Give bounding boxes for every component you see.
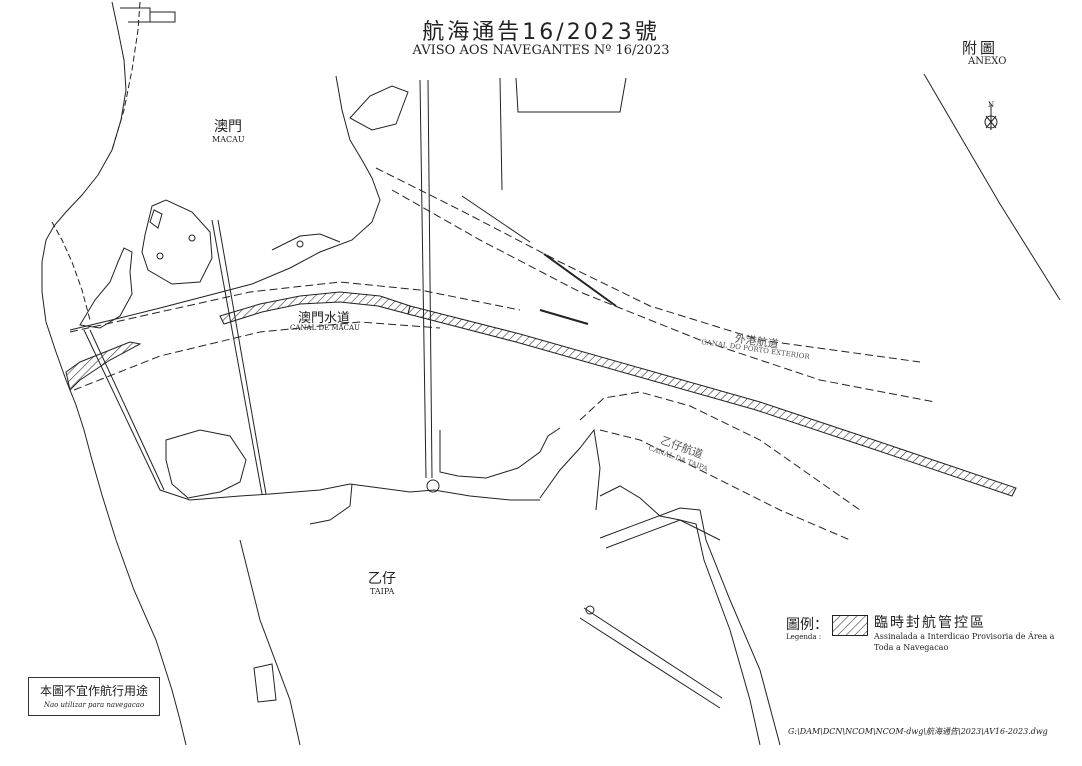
macau-south-inner — [271, 233, 341, 251]
macau-canal-north — [69, 281, 521, 333]
disclaimer-pt: Nao utilizar para navegacao — [43, 701, 145, 709]
northeast-boundary — [923, 73, 1061, 301]
disclaimer-zh: 本圖不宜作航行用途 — [39, 684, 148, 698]
taipa-southeast-road — [599, 507, 781, 746]
closure-zone-channel — [407, 305, 1017, 497]
nam-van-lake — [141, 199, 213, 285]
macau-canal-south — [73, 321, 441, 391]
legend-title-zh: 圖例： — [786, 617, 828, 633]
exterior-channel-south — [391, 189, 936, 403]
taipa-south-line — [239, 539, 301, 746]
bridge-east-2 — [427, 79, 433, 479]
place-canal-macau-pt: CANAL DE MACAU — [290, 324, 360, 332]
nam-van-islet-2 — [156, 252, 164, 260]
page-subtitle: AVISO AOS NAVEGANTES Nº 16/2023 — [412, 43, 670, 58]
outer-harbour-pier — [349, 85, 409, 131]
breakwater-2 — [539, 309, 589, 325]
place-taipa-pt: TAIPA — [370, 587, 395, 596]
breakwater-1 — [543, 253, 617, 307]
place-macau-pt: MACAU — [212, 135, 245, 144]
legend-hatch-swatch — [832, 615, 868, 636]
place-canal-macau-zh: 澳門水道 — [298, 311, 351, 326]
macau-south-shore — [69, 75, 381, 331]
taipa-diagonal-road — [579, 607, 723, 709]
page-title: 航海通告16/2023號 — [422, 20, 660, 45]
annex-label-pt: ANEXO — [968, 56, 1007, 67]
navigation-disclaimer: 本圖不宜作航行用途 Nao utilizar para navegacao — [28, 677, 160, 716]
macau-pier — [120, 7, 151, 23]
taipa-channel-north — [579, 391, 861, 511]
bridge-east-ramp — [426, 479, 440, 493]
closure-zone-west — [65, 341, 142, 391]
taipa-channel-south — [599, 429, 851, 541]
macau-west-coastline — [41, 1, 187, 746]
bridge-west-2 — [217, 219, 267, 495]
outer-harbour-basin — [499, 77, 627, 191]
legend-item-zh: 臨時封航管控區 — [874, 615, 986, 631]
taipa-east-reclaim — [439, 427, 561, 479]
place-macau-zh: 澳門 — [214, 119, 242, 135]
legend-item-pt-1: Assinalada a Interdicao Provisoria de Ár… — [874, 632, 1055, 641]
bridge-east — [419, 79, 427, 479]
legend-title-pt: Legenda : — [786, 633, 822, 641]
north-arrow-icon — [984, 104, 998, 130]
macau-west-road — [51, 221, 91, 321]
macau-pier-2 — [150, 11, 176, 23]
taipa-ferry-pier — [599, 485, 721, 541]
nam-van-islet — [149, 209, 163, 229]
taipa-reclaim — [159, 483, 540, 501]
taipa-north-coast — [165, 429, 247, 499]
taipa-southeast-road-2 — [605, 519, 761, 746]
annex-label-zh: 附圖 — [962, 39, 999, 57]
taipa-pier-sw — [253, 663, 277, 703]
nam-van-islet-3 — [188, 234, 196, 242]
breakwater-3 — [461, 195, 531, 243]
macau-marker — [296, 240, 304, 248]
file-path: G:\DAM\DCN\NCOM\NCOM-dwg\航海通告\2023\AV16-… — [788, 727, 1048, 736]
exterior-channel-north — [375, 167, 921, 363]
north-arrow-label: N — [988, 101, 995, 109]
west-reclamation — [79, 247, 133, 329]
taipa-inlet — [309, 483, 353, 525]
taipa-roundabout — [585, 605, 595, 615]
bridge-west — [211, 219, 263, 495]
macau-west-coastline-inner — [111, 1, 141, 151]
taipa-pier-area — [539, 428, 601, 511]
legend-item-pt-2: Toda a Navegacao — [874, 643, 949, 652]
place-taipa-zh: 乙仔 — [368, 571, 396, 587]
